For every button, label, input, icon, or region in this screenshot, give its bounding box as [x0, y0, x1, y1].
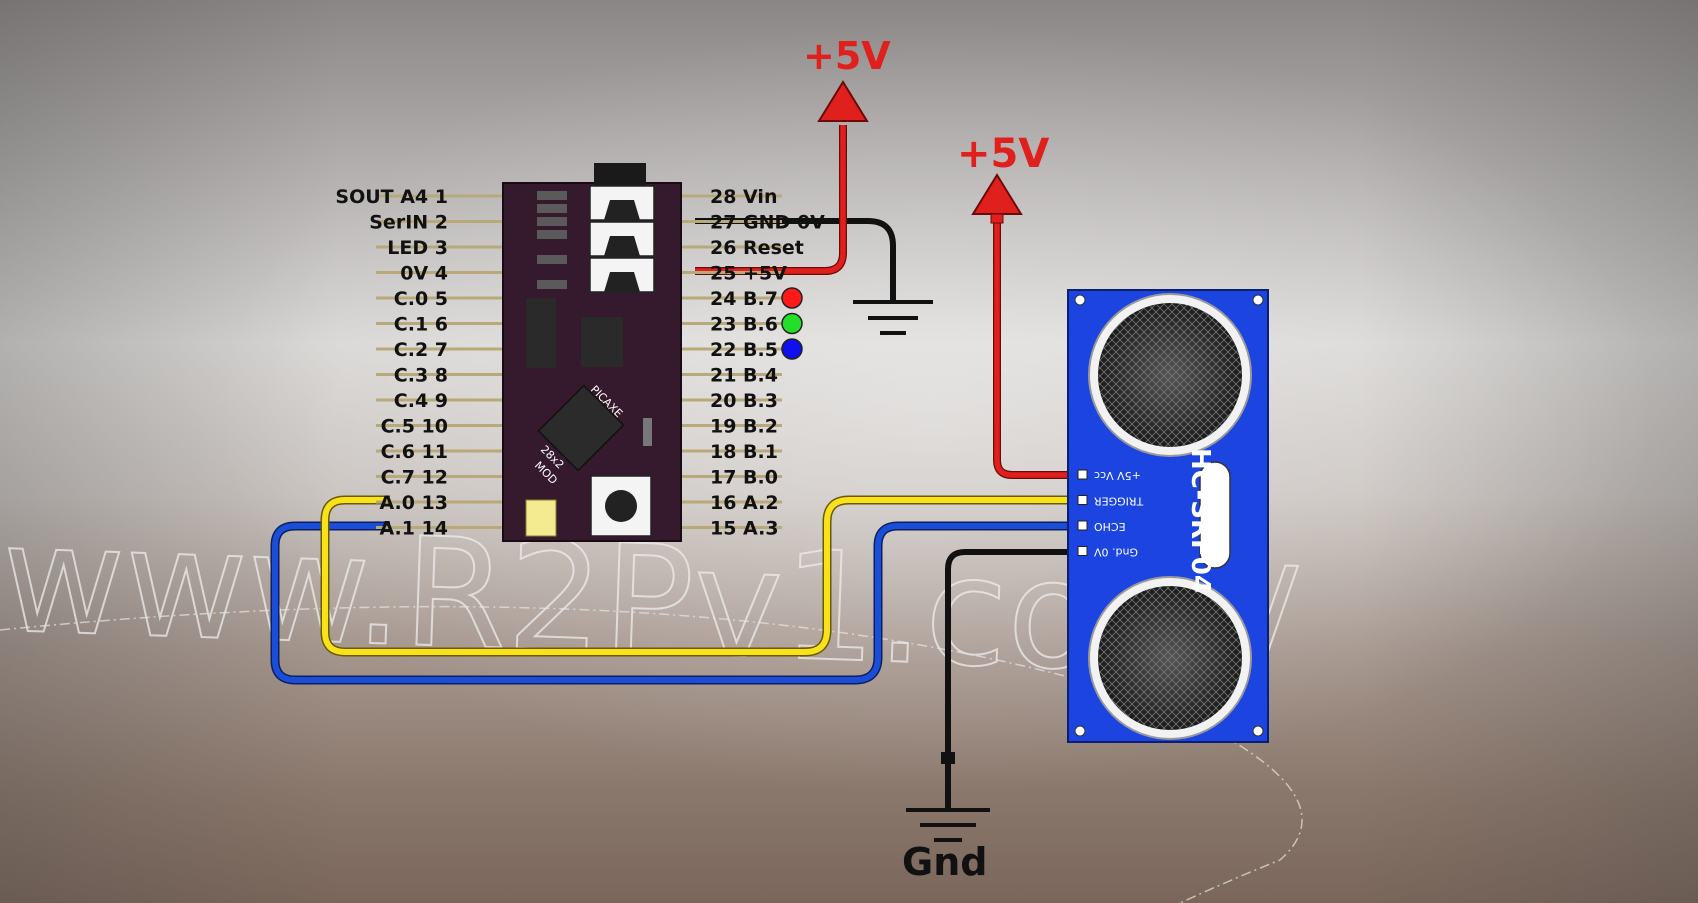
led-b5-icon [781, 338, 803, 360]
ground-symbol-2: Gnd [902, 808, 990, 884]
vplus-label: +5V [957, 131, 1049, 177]
right-pin-label: 20 B.3 [710, 390, 778, 412]
black-wire-gnd0v [695, 218, 896, 302]
ground-symbol-1 [853, 300, 933, 335]
right-pin-label: 23 B.6 [710, 314, 778, 336]
left-pin-label: 0V 4 [400, 263, 448, 285]
right-pin-label: 26 Reset [710, 237, 804, 259]
red-wire-module [695, 125, 847, 275]
left-pin-label: C.4 9 [394, 390, 448, 412]
right-pin-label: 17 B.0 [710, 467, 778, 489]
left-pin-label: C.2 7 [394, 339, 448, 361]
right-pin-leads [670, 193, 782, 530]
microcontroller-chip [537, 384, 625, 472]
push-button-cap [605, 490, 637, 522]
right-pin-label: 16 A.2 [710, 492, 779, 514]
serial-jack [594, 163, 646, 187]
left-pin-labels: SOUT A4 1 SerIN 2 LED 3 0V 4 C.0 5 C.1 6 C.2 7… [335, 186, 448, 540]
left-pin-label: C.5 10 [381, 416, 448, 438]
right-pin-label: 15 A.3 [710, 518, 779, 540]
right-pin-label: 22 B.5 [710, 339, 778, 361]
led-b7-icon [781, 287, 803, 309]
vplus-symbol-1: +5V [803, 34, 891, 122]
sensor-pin-pad [1077, 546, 1088, 556]
right-pin-label: 27 GND 0V [710, 212, 825, 234]
left-pin-label: A.1 14 [379, 518, 448, 540]
left-pin-label: C.0 5 [394, 288, 448, 310]
led-b6-icon [781, 312, 803, 335]
sensor-title: HC-SRF04 [1185, 448, 1215, 593]
reset-pad [525, 499, 557, 537]
blue-wire [270, 521, 1080, 685]
status-leds [781, 287, 803, 360]
sensor-pin-pad [1077, 495, 1088, 505]
power-arrow-icon [817, 80, 869, 122]
sensor-pin-label: ECHO [1094, 520, 1126, 533]
red-wire-sensor [993, 222, 1080, 479]
left-pin-label: C.7 12 [381, 467, 448, 489]
ground-label: Gnd [902, 840, 987, 884]
watermark-arc [0, 605, 1303, 903]
black-wire-gnd [941, 549, 1080, 808]
sensor-pin-label: TRIGGER [1094, 495, 1145, 508]
sensor-pin-label: +5V Vcc [1094, 469, 1141, 482]
right-pin-label: 21 B.4 [710, 365, 778, 387]
sensor-pin-pad [1077, 520, 1088, 531]
right-pin-labels: 28 Vin 27 GND 0V 26 Reset 25 +5V 24 B.7 23 B.… [710, 186, 825, 540]
right-pin-label: 18 B.1 [710, 441, 778, 463]
right-pin-label: 28 Vin [710, 186, 777, 208]
left-pin-label: LED 3 [387, 237, 448, 259]
left-pin-label: C.6 11 [381, 441, 448, 463]
sensor-pin-label: Gnd. 0V [1094, 546, 1138, 559]
power-arrow-icon [971, 173, 1023, 215]
left-pin-label: SOUT A4 1 [335, 186, 448, 208]
right-pin-label: 25 +5V [710, 263, 787, 285]
right-pin-label: 19 B.2 [710, 416, 778, 438]
picaxe-module: PICAXE 28x2 MOD [502, 163, 682, 542]
left-pin-label: A.0 13 [379, 492, 448, 514]
transducer-top [1088, 293, 1252, 457]
yellow-wire [320, 495, 1080, 657]
left-pin-label: C.1 6 [394, 314, 448, 336]
right-pin-label: 24 B.7 [710, 288, 778, 310]
sensor-pin-pad [1077, 469, 1088, 480]
crystal [1199, 461, 1231, 569]
left-pin-label: C.3 8 [394, 365, 448, 387]
vplus-label: +5V [803, 34, 891, 78]
transducer-bottom [1088, 576, 1252, 740]
left-pin-label: SerIN 2 [369, 212, 448, 234]
vplus-symbol-2: +5V [957, 131, 1049, 224]
